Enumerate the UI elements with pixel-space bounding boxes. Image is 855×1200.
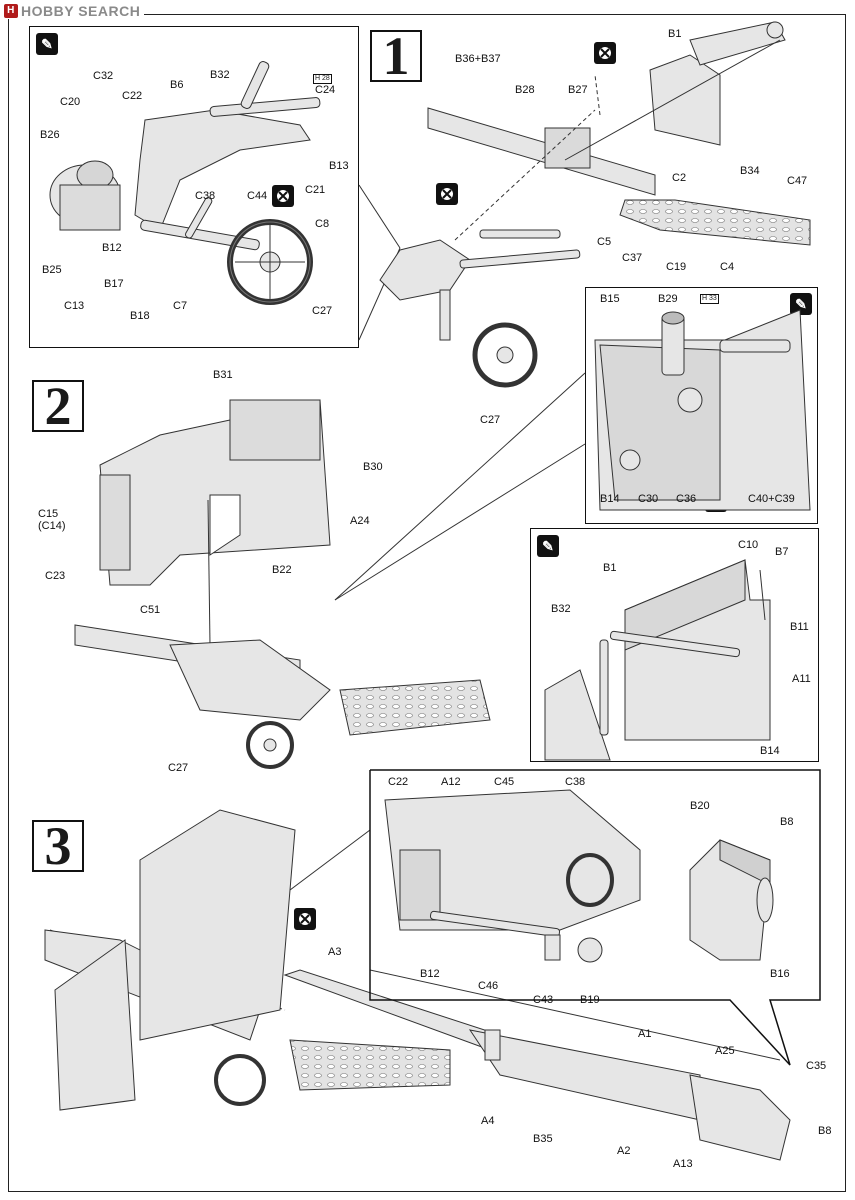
part-label: A2: [617, 1145, 631, 1157]
part-label: C46: [478, 980, 499, 992]
part-label: B25: [42, 264, 62, 276]
part-label: C37: [622, 252, 643, 264]
part-label: B7: [775, 546, 789, 558]
part-label: C36: [676, 493, 697, 505]
no-cement-icon: [294, 908, 316, 930]
part-label: B14: [760, 745, 780, 757]
part-label: C7: [173, 300, 188, 312]
part-label: B18: [130, 310, 150, 322]
part-label: A1: [638, 1028, 652, 1040]
part-label: B22: [272, 564, 292, 576]
step3-number: 3: [32, 819, 84, 873]
part-label: B11: [790, 621, 809, 633]
part-label: B17: [104, 278, 124, 290]
part-label: B35: [533, 1133, 553, 1145]
part-label: A12: [441, 776, 461, 788]
part-label: B13: [329, 160, 349, 172]
part-label: C13: [64, 300, 85, 312]
part-label: A25: [715, 1045, 735, 1057]
part-label: B1: [668, 28, 682, 40]
glue-icon: ✎: [537, 535, 559, 557]
part-label: C5: [597, 236, 612, 248]
part-label: B12: [420, 968, 440, 980]
part-label: C20: [60, 96, 81, 108]
part-label: C44: [247, 190, 268, 202]
part-label: B12: [102, 242, 122, 254]
no-cement-icon: [594, 42, 616, 64]
part-label: B15: [600, 293, 620, 305]
part-label: B27: [568, 84, 588, 96]
part-label: A13: [673, 1158, 693, 1170]
part-label: B30: [363, 461, 383, 473]
part-label: A24: [350, 515, 370, 527]
step2-detail-art: [594, 309, 811, 511]
page-border: [8, 14, 846, 1192]
part-label: C30: [638, 493, 659, 505]
step3-detail-art: [384, 789, 641, 963]
part-label: C27: [312, 305, 333, 317]
part-label: C27: [168, 762, 189, 774]
step2-main-art: [74, 399, 491, 769]
part-label: C27: [480, 414, 501, 426]
part-label: B32: [551, 603, 571, 615]
part-label: B29: [658, 293, 678, 305]
part-label: C23: [45, 570, 66, 582]
part-label: C38: [195, 190, 216, 202]
step1-number: 1: [370, 29, 422, 83]
part-label: C45: [494, 776, 515, 788]
glue-icon: ✎: [36, 33, 58, 55]
part-label: B36+B37: [455, 53, 501, 65]
step3-detail2-art: [689, 839, 774, 961]
part-label: C35: [806, 1060, 827, 1072]
part-label: B6: [170, 79, 184, 91]
part-label: A4: [481, 1115, 495, 1127]
part-label: A3: [328, 946, 342, 958]
hull-ref-1: H 28: [313, 74, 332, 84]
part-label: A11: [792, 673, 811, 685]
part-label: C10: [738, 539, 759, 551]
part-label: B8: [818, 1125, 832, 1137]
part-label: C32: [93, 70, 114, 82]
glue-icon: ✎: [790, 293, 812, 315]
part-label: C19: [666, 261, 687, 273]
part-label: C22: [388, 776, 409, 788]
part-label: C2: [672, 172, 687, 184]
part-label: B14: [600, 493, 620, 505]
part-label: C15: [38, 508, 59, 520]
part-label: C22: [122, 90, 143, 102]
watermark-mark: H: [4, 4, 18, 18]
part-label: B26: [40, 129, 60, 141]
watermark-logo: H HOBBY SEARCH: [4, 3, 145, 19]
part-label: C21: [305, 184, 326, 196]
part-label: B32: [210, 69, 230, 81]
part-label: C4: [720, 261, 735, 273]
part-label: (C14): [38, 520, 66, 532]
part-label: B16: [770, 968, 790, 980]
part-label: C38: [565, 776, 586, 788]
step1-detail-art: [49, 61, 321, 305]
part-label: B31: [213, 369, 233, 381]
part-label: B1: [603, 562, 617, 574]
part-label: B20: [690, 800, 710, 812]
part-label: B28: [515, 84, 535, 96]
part-label: C51: [140, 604, 161, 616]
part-label: C43: [533, 994, 554, 1006]
part-label: C8: [315, 218, 330, 230]
no-cement-icon: [436, 183, 458, 205]
part-label: C47: [787, 175, 808, 187]
part-label: B34: [740, 165, 760, 177]
no-cement-icon: [272, 185, 294, 207]
part-label: C24: [315, 84, 336, 96]
part-label: B19: [580, 994, 600, 1006]
step2-detail2-art: [544, 559, 771, 761]
step2-number: 2: [32, 379, 84, 433]
step1-main-art: [379, 21, 811, 388]
part-label: C40+C39: [748, 493, 795, 505]
watermark-text: HOBBY SEARCH: [21, 3, 141, 19]
part-label: B8: [780, 816, 794, 828]
hull-ref-2: H 33: [700, 294, 719, 304]
